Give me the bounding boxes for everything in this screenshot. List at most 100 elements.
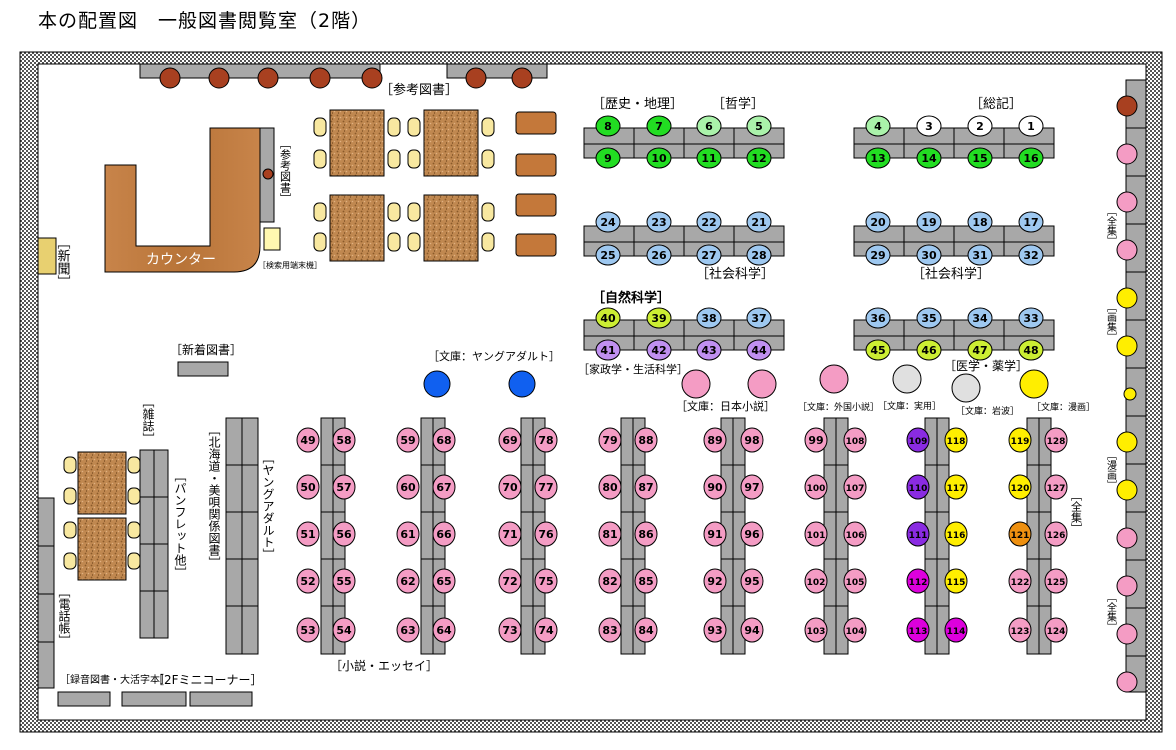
shelf-marker-label: 48: [1023, 344, 1038, 357]
shelf-marker-label: 78: [538, 434, 553, 447]
label-social-science-right: ［社会科学］: [912, 266, 990, 282]
shelf-marker-label: 107: [846, 484, 865, 494]
shelf-marker-53: 53: [296, 617, 320, 643]
shelf-marker-11: 11: [696, 147, 722, 169]
shelf-marker-127: 127: [1044, 474, 1068, 500]
shelf-marker-32: 32: [1018, 244, 1044, 266]
shelf-marker-label: 79: [602, 434, 617, 447]
shelf-marker-label: 58: [336, 434, 351, 447]
shelf-marker-label: 4: [874, 120, 882, 133]
display-stand: [1116, 623, 1138, 645]
label-bunko-foreign: ［文庫：外国小説］: [798, 401, 879, 413]
shelf-marker-label: 103: [807, 627, 826, 637]
shelf-marker-label: 24: [600, 216, 616, 229]
shelf-marker-label: 53: [300, 624, 315, 637]
shelf-marker-85: 85: [634, 568, 658, 594]
shelf-marker-40: 40: [595, 307, 621, 329]
shelf-marker-88: 88: [634, 427, 658, 453]
shelf-marker-label: 101: [807, 531, 826, 541]
label-reference-top: ［参考図書］: [380, 82, 458, 98]
shelf-marker-label: 40: [600, 312, 616, 325]
shelf-marker-84: 84: [634, 617, 658, 643]
shelf-marker-121: 121: [1008, 521, 1032, 547]
area-labels: ［参考図書］ ［歴史・地理］ ［哲学］ ［総記］ ［社会科学］ ［社会科学］ ［…: [60, 82, 1095, 687]
newspaper-rack: [37, 237, 57, 275]
shelf-marker-label: 9: [604, 152, 612, 165]
shelf-marker-label: 112: [909, 578, 928, 588]
display-stand: [1116, 527, 1138, 549]
shelf-marker-label: 44: [751, 344, 767, 357]
display-stand: [1019, 369, 1049, 399]
shelf-marker-100: 100: [804, 474, 828, 500]
shelf-marker-label: 123: [1011, 627, 1030, 637]
label-art-collection: ［画集］: [1105, 302, 1117, 342]
shelf-marker-86: 86: [634, 521, 658, 547]
shelf-marker-label: 54: [336, 624, 352, 637]
shelf-marker-label: 71: [502, 528, 517, 541]
display-stand: [1116, 431, 1138, 453]
shelf-marker-label: 94: [744, 624, 760, 637]
shelf-marker-label: 36: [870, 312, 886, 325]
label-medicine: ［医学・薬学］: [944, 358, 1028, 373]
label-young-adult: ［ヤングアダルト］: [261, 452, 275, 560]
shelf-marker-118: 118: [944, 427, 968, 453]
shelf-marker-label: 69: [502, 434, 517, 447]
shelf-marker-label: 5: [755, 120, 763, 133]
shelf-marker-label: 33: [1023, 312, 1038, 325]
shelf-marker-label: 20: [870, 216, 886, 229]
shelf-marker-label: 19: [921, 216, 936, 229]
shelf-marker-34: 34: [967, 307, 993, 329]
label-reference-side: ［参考図書］: [279, 138, 292, 204]
label-bunko-japanese: ［文庫：日本小説］: [676, 399, 775, 413]
shelf-marker-label: 109: [909, 437, 928, 447]
shelf-marker-label: 47: [972, 344, 987, 357]
shelf-marker-38: 38: [696, 307, 722, 329]
shelf-marker-48: 48: [1018, 339, 1044, 361]
shelf-marker-label: 89: [707, 434, 722, 447]
shelf-marker-20: 20: [865, 211, 891, 233]
shelf-marker-label: 2: [976, 120, 984, 133]
shelf-marker-label: 42: [651, 344, 666, 357]
label-counter: カウンター: [146, 252, 216, 268]
shelf-marker-label: 110: [909, 484, 928, 494]
shelf-marker-label: 98: [744, 434, 759, 447]
shelf-marker-label: 51: [300, 528, 315, 541]
shelf-marker-41: 41: [595, 339, 621, 361]
shelf-marker-65: 65: [432, 568, 456, 594]
shelf-marker-label: 21: [751, 216, 766, 229]
shelf-marker-29: 29: [865, 244, 891, 266]
shelf-marker-label: 59: [400, 434, 415, 447]
shelf-marker-28: 28: [746, 244, 772, 266]
shelf-marker-label: 77: [538, 481, 553, 494]
display-stand: [508, 370, 536, 398]
shelf-marker-label: 35: [921, 312, 936, 325]
shelf-marker-label: 86: [638, 528, 654, 541]
shelf-marker-83: 83: [598, 617, 622, 643]
shelf-marker-label: 95: [744, 575, 759, 588]
shelf-marker-25: 25: [595, 244, 621, 266]
shelf-marker-label: 30: [921, 249, 937, 262]
shelf-marker-27: 27: [696, 244, 722, 266]
shelf-marker-label: 60: [400, 481, 416, 494]
shelf-marker-label: 14: [921, 152, 937, 165]
shelf-marker-35: 35: [916, 307, 942, 329]
label-general: ［総記］: [970, 96, 1022, 112]
shelf-marker-label: 105: [846, 578, 865, 588]
shelf-marker-label: 118: [947, 437, 966, 447]
shelf-marker-label: 16: [1023, 152, 1039, 165]
shelf-marker-45: 45: [865, 339, 891, 361]
shelf-marker-label: 32: [1023, 249, 1038, 262]
label-phone-book: ［電話帳］: [57, 586, 71, 646]
shelf-marker-label: 72: [502, 575, 517, 588]
shelf-marker-115: 115: [944, 568, 968, 594]
shelf-marker-label: 113: [909, 627, 928, 637]
shelf-marker-label: 125: [1047, 578, 1066, 588]
shelf-marker-7: 7: [646, 115, 672, 137]
shelf-marker-110: 110: [906, 474, 930, 500]
shelf-marker-14: 14: [916, 147, 942, 169]
shelf-marker-44: 44: [746, 339, 772, 361]
shelf-marker-label: 10: [651, 152, 667, 165]
shelf-marker-91: 91: [703, 521, 727, 547]
shelf-marker-46: 46: [916, 339, 942, 361]
display-stand: [1116, 287, 1138, 309]
